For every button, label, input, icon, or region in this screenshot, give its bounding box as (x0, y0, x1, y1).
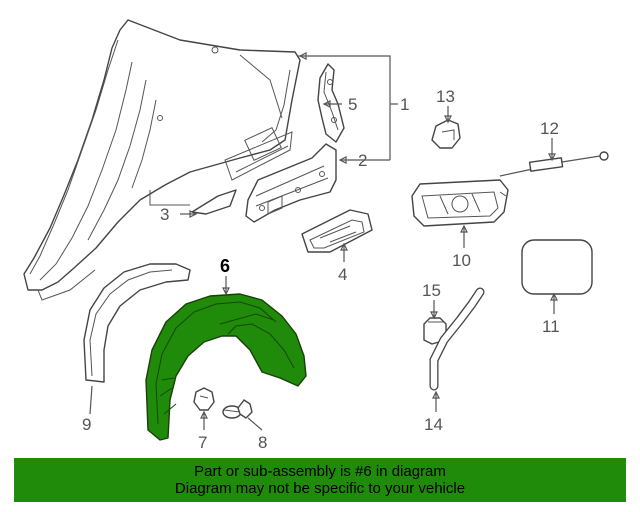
leader-lines (89, 52, 558, 431)
callout-15: 15 (422, 281, 441, 300)
callout-7: 7 (198, 433, 207, 452)
callout-2: 2 (358, 151, 367, 170)
seal-part-3[interactable] (191, 189, 237, 215)
wheelhouse-liner-part-6[interactable] (145, 293, 307, 441)
part-13[interactable] (431, 119, 461, 149)
plate-part-4[interactable] (301, 209, 373, 253)
callout-6: 6 (220, 256, 230, 276)
clip-part-7[interactable] (193, 387, 215, 411)
callout-5: 5 (348, 95, 357, 114)
banner-line-disclaimer: Diagram may not be specific to your vehi… (174, 480, 466, 497)
inner-panel-part-2[interactable] (245, 143, 337, 223)
callout-8: 8 (258, 433, 267, 452)
callout-12: 12 (540, 119, 559, 138)
wheel-arch-trim-part-9[interactable] (83, 263, 191, 383)
callout-3: 3 (160, 205, 169, 224)
callout-10: 10 (452, 251, 471, 270)
callout-1: 1 (400, 95, 409, 114)
cable-part-12[interactable] (499, 151, 609, 177)
callout-11: 11 (542, 317, 560, 336)
callout-4: 4 (338, 265, 347, 284)
callout-9: 9 (82, 415, 91, 434)
banner-line-part: Part or sub-assembly is #6 in diagram (194, 463, 446, 480)
push-pin-part-8[interactable] (222, 399, 253, 419)
fuel-door-housing-part-10[interactable] (411, 179, 509, 227)
fuel-door-part-11[interactable] (521, 239, 593, 295)
quarter-panel-part-1[interactable] (23, 19, 301, 301)
parts-diagram: 1 2 3 4 5 6 7 8 9 10 11 12 13 14 15 (23, 19, 609, 452)
callout-14: 14 (424, 415, 443, 434)
bracket-part-5[interactable] (317, 63, 345, 143)
diagram-notice-banner: Part or sub-assembly is #6 in diagram Di… (14, 458, 626, 502)
callout-13: 13 (436, 87, 455, 106)
